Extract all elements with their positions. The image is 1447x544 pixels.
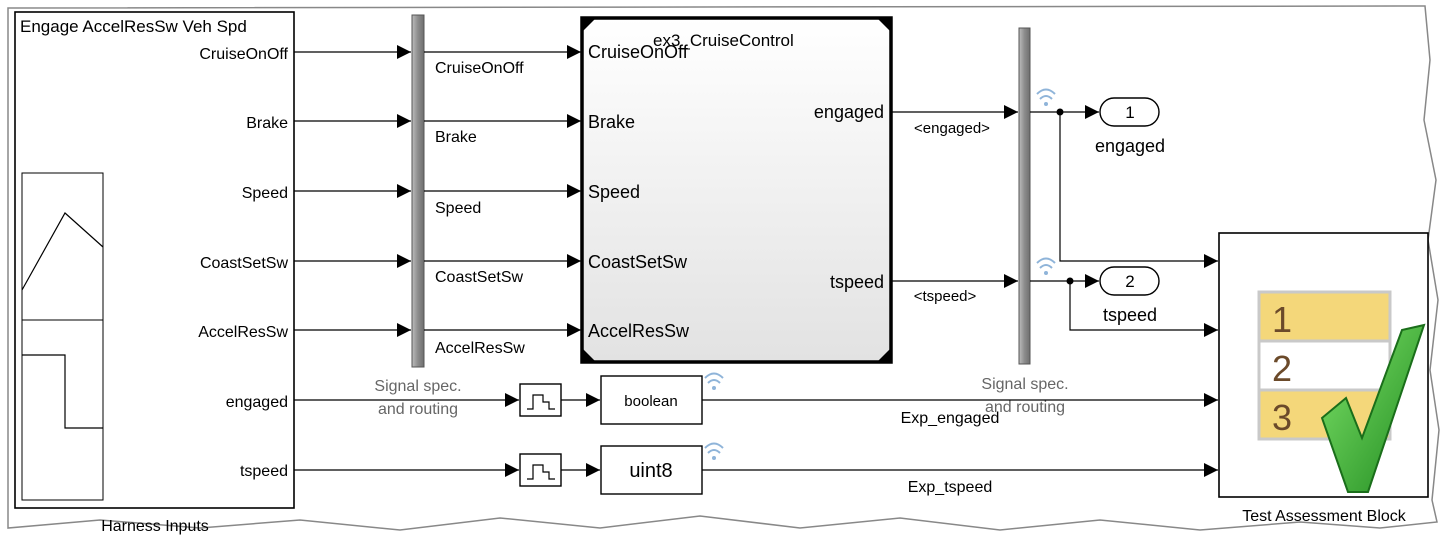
signal-lines-subsystem-to-bus (891, 105, 1018, 288)
signal-logging-icon[interactable] (1036, 88, 1056, 107)
converter-type: boolean (624, 393, 677, 410)
bus-left-caption: Signal spec. (374, 378, 461, 395)
bus-signal-label: AccelResSw (435, 340, 525, 357)
bus-signal-label: Speed (435, 200, 481, 217)
outport-tspeed[interactable]: 2 (1099, 266, 1160, 296)
bus-signal-label: CoastSetSw (435, 269, 523, 286)
checkmark-icon (1320, 323, 1426, 493)
outport-label: tspeed (1103, 305, 1157, 325)
harness-port-label: tspeed (240, 463, 288, 480)
signal-lines-harness-to-bus (294, 45, 411, 337)
signal-label: Exp_engaged (901, 410, 1000, 427)
bus-left-caption: and routing (378, 401, 458, 418)
cruise-control-subsystem[interactable]: ex3_CruiseControl CruiseOnOff Brake Spee… (580, 16, 893, 364)
signal-lines-bus-to-subsystem (424, 45, 581, 337)
signal-lines-bus-to-outputs (1030, 105, 1218, 337)
assessment-title: Test Assessment Block (1242, 508, 1407, 525)
bus-right-caption: Signal spec. (981, 376, 1068, 393)
signal-label: Exp_tspeed (908, 479, 993, 496)
harness-title: Engage AccelResSw Veh Spd (20, 17, 247, 36)
bus-right[interactable] (1018, 27, 1031, 365)
data-type-conversion-boolean[interactable]: boolean (600, 375, 703, 425)
subsystem-output-label: engaged (814, 102, 884, 122)
bus-right-caption: and routing (985, 399, 1065, 416)
signal-logging-icon[interactable] (1036, 257, 1056, 276)
signal-plot (21, 172, 104, 501)
bus-signal-label: CruiseOnOff (435, 60, 524, 77)
bus-left[interactable] (411, 14, 425, 368)
assessment-row-number: 2 (1272, 348, 1292, 389)
harness-port-label: CoastSetSw (200, 255, 288, 272)
subsystem-input-label: CruiseOnOff (588, 42, 689, 62)
signal-logging-icon[interactable] (704, 442, 724, 461)
assessment-row-number: 3 (1272, 397, 1292, 438)
branch-point (1066, 277, 1074, 285)
subsystem-output-label: tspeed (830, 272, 884, 292)
subsystem-input-label: Speed (588, 182, 640, 202)
outport-number: 2 (1125, 272, 1134, 291)
harness-caption: Harness Inputs (101, 518, 209, 535)
subsystem-input-label: AccelResSw (588, 321, 690, 341)
harness-inputs-block[interactable]: Engage AccelResSw Veh Spd CruiseOnOff Br… (14, 11, 295, 509)
branch-point (1056, 108, 1064, 116)
harness-port-label: CruiseOnOff (199, 46, 288, 63)
data-type-conversion-uint8[interactable]: uint8 (600, 445, 703, 495)
signal-logging-icon[interactable] (704, 372, 724, 391)
bus-signal-label: Brake (435, 129, 477, 146)
zero-order-hold-block[interactable] (519, 383, 562, 417)
outport-number: 1 (1125, 103, 1134, 122)
subsystem-input-label: CoastSetSw (588, 252, 688, 272)
harness-port-label: AccelResSw (198, 324, 288, 341)
test-assessment-block[interactable]: 1 2 3 (1218, 232, 1429, 498)
harness-port-label: Speed (242, 185, 288, 202)
outport-engaged[interactable]: 1 (1099, 97, 1160, 127)
subsystem-input-label: Brake (588, 112, 635, 132)
harness-port-label: Brake (246, 115, 288, 132)
bus-signal-label: <engaged> (914, 120, 990, 137)
assessment-row-number: 1 (1272, 299, 1292, 340)
harness-port-label: engaged (226, 394, 288, 411)
converter-type: uint8 (629, 460, 672, 482)
signal-lines-expected (294, 393, 1218, 477)
subsystem-title: ex3_CruiseControl (653, 31, 794, 50)
outport-label: engaged (1095, 136, 1165, 156)
bus-signal-label: <tspeed> (914, 288, 977, 305)
zero-order-hold-block[interactable] (519, 453, 562, 487)
